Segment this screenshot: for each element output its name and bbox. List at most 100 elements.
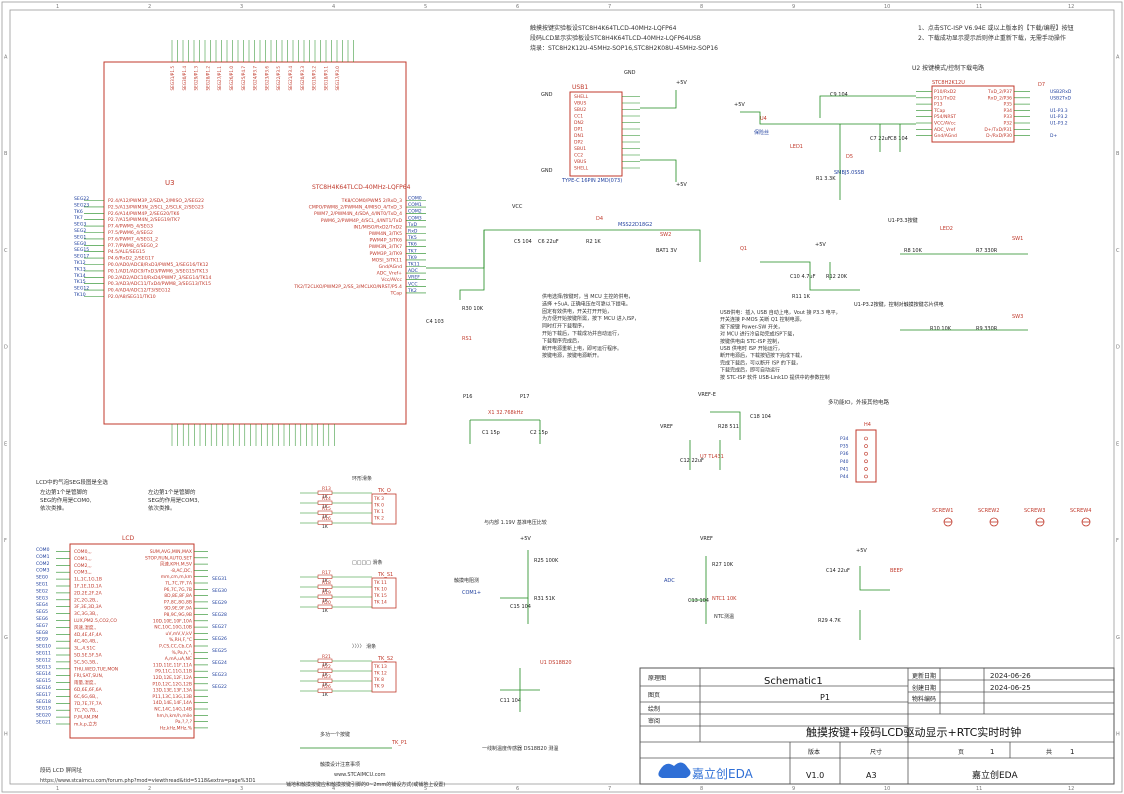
usb-pin-label: DP1 <box>574 127 583 133</box>
net-label: SEG15 <box>74 247 89 253</box>
note-line: 按下按键 Power-SW 开关， <box>720 323 783 330</box>
net-label: USB2TxD <box>1050 95 1072 101</box>
pin-label: SEG26/P1.0 <box>229 66 234 91</box>
pin-label: Hz,kHz,MHz,% <box>160 725 193 731</box>
pin-label: A,mA,uA,NC <box>165 656 192 662</box>
border-row-label: H <box>1116 732 1120 738</box>
lcd-note: 左边第1个是管脚的 <box>148 488 196 496</box>
resistor-value: 1K <box>322 494 329 500</box>
lcd-url: https://www.stcaimcu.com/forum.php?mod=v… <box>40 778 256 784</box>
page-total: 1 <box>1070 748 1074 756</box>
connector-label: 多功能IO，外接其他电路 <box>828 398 889 406</box>
pin-label: FRI,SAT,SUN, <box>74 673 103 679</box>
pin-label: hm,h,km/h,mile <box>157 713 193 719</box>
pin-label: NC,14C,14G,14B <box>154 707 192 713</box>
pin-label: 风速,KPH,M,SV <box>160 562 193 568</box>
pin-label: SEG24/P3.7 <box>253 66 258 91</box>
pin-label: P6,7C,7G,7B <box>164 587 192 593</box>
net-label: RxD <box>408 229 418 235</box>
net-label: SEG12 <box>74 286 89 292</box>
pin-label: P7.5/PWM6_4/SEG2 <box>108 230 153 236</box>
inner-border <box>9 9 1115 785</box>
net-label: TK12 <box>73 260 86 266</box>
border-col-label: 12 <box>1068 786 1074 792</box>
screw-label: SCREW2 <box>978 508 999 514</box>
c14-label: C14 22uF <box>826 568 850 574</box>
brand-name: 嘉立创EDA <box>692 766 754 781</box>
border-col-label: 5 <box>424 4 427 10</box>
usb-pin-label: CC1 <box>574 114 583 120</box>
pin-label: P32 <box>1004 121 1013 127</box>
usb1-designator: USB1 <box>572 84 588 91</box>
size-label: 尺寸 <box>870 748 882 756</box>
note-line: 对 MCU 进行冷启动完成ISP下载， <box>720 331 797 338</box>
border-col-label: 8 <box>700 786 703 792</box>
lcd-block: LCD中的气泡SEG段图是全选 左边第1个是管脚的 SEG的作用是COM0, 依… <box>36 478 256 784</box>
net-label: SEG28 <box>212 612 227 618</box>
border-row-label: F <box>1116 538 1119 544</box>
middle-notes: 供电选择/按键时，当 MCU 主控的供电，选择 +5uA, 正确电压在可靠以下提… <box>542 293 639 359</box>
net-label: SEG23 <box>74 202 89 208</box>
pin-label: 雨量,湿度,, <box>74 679 96 686</box>
border-col-label: 1 <box>56 4 59 10</box>
net-label: COM1 <box>36 554 50 560</box>
u3-part: STC8H4K64TLCD-40MHz-LQFP64 <box>312 184 411 191</box>
resistor-value: 1K <box>322 672 329 678</box>
border-col-label: 9 <box>792 786 795 792</box>
usb1-part: TYPE-C 16PIN 2MD(073) <box>561 178 622 184</box>
pin-label: COM3,,, <box>74 570 92 576</box>
usb-pin-label: CC2 <box>574 153 583 159</box>
pin-label: TK8/COM0/PWM5 2/RxD_3 <box>341 198 402 204</box>
switch-block: U1-P3.3按键 LED2 R8 10K R7 330R SW1 U1-P3.… <box>854 217 1023 332</box>
note-line: 同时打开下载程序， <box>542 323 587 330</box>
usb1-connector: USB1 TYPE-C 16PIN 2MD(073) SHELLVBUSSBU2… <box>541 70 687 188</box>
pin-label: SEG22/P3.5 <box>276 66 281 91</box>
r7-label: R7 330R <box>976 248 998 254</box>
gnd-label: GND <box>624 70 636 76</box>
vref-e-label: VREF-E <box>698 392 716 398</box>
border-col-label: 7 <box>608 4 611 10</box>
led1-designator: LED1 <box>790 144 803 150</box>
p16-label: P16 <box>463 394 472 400</box>
r11-label: R11 1K <box>792 294 811 300</box>
border-col-label: 6 <box>516 786 519 792</box>
touch-group-label: 环形滑条 <box>352 475 372 482</box>
r27-label: R27 10K <box>712 562 734 568</box>
net-label: SEG30 <box>212 588 227 594</box>
pin-label: 1F,1E,1D,1A <box>74 584 103 590</box>
sw3-designator: SW3 <box>1012 314 1023 320</box>
usb-pin-label: DN2 <box>574 120 584 126</box>
wires <box>300 90 1028 749</box>
version-value: V1.0 <box>806 771 824 780</box>
pin-label: P10,12C,12G,12B <box>152 681 192 687</box>
pin-label: m,k,p,立方 <box>74 721 98 728</box>
net-label: SEG0 <box>74 241 86 247</box>
pin-label: SUM,AVG,MIN,MAX <box>150 549 192 555</box>
resistor-label: R19 <box>322 590 331 596</box>
border-row-label: A <box>1116 54 1120 60</box>
net-label: TK7 <box>407 248 417 254</box>
note-line: USB 供电时 ISP 开始运行， <box>720 345 783 352</box>
net-label: SEG26 <box>212 636 227 642</box>
border-col-label: 10 <box>884 4 890 10</box>
company-name: 嘉立创EDA <box>972 769 1018 781</box>
c15-label: C15 104 <box>510 604 531 610</box>
touch-group-name: TK_S2 <box>377 656 393 662</box>
border-row-label: D <box>4 345 8 351</box>
u3-mcu: U3 STC8H4K64TLCD-40MHz-LQFP64 P2.4/A12/P… <box>73 40 426 446</box>
right-block-notes: USB供电：插入 USB 自动上电，Vout 接 P3.3 电平，开关连接 P-… <box>720 309 841 381</box>
pin-label: 6D,6E,6F,6A <box>74 687 103 693</box>
net-label: COM0 <box>36 547 50 553</box>
touch-note-title: 触摸设计注意事项 <box>320 761 360 768</box>
touch-pin: TK 8 <box>373 677 384 683</box>
border-col-label: 11 <box>976 4 982 10</box>
pin-label: MOSI_3/TK11 <box>372 257 402 263</box>
pin-label: 7D,7E,7F,7A <box>74 701 103 707</box>
resistor-value: 1K <box>322 524 329 530</box>
pin-label: 9D,9E,9F,9A <box>164 606 193 612</box>
net-label: SEG24 <box>212 660 227 666</box>
net-label: P36 <box>840 451 849 457</box>
touch-single: 多功一个按键 TK_P1 触摸设计注意事项 www.STCAIMCU.com 铺… <box>286 731 445 788</box>
